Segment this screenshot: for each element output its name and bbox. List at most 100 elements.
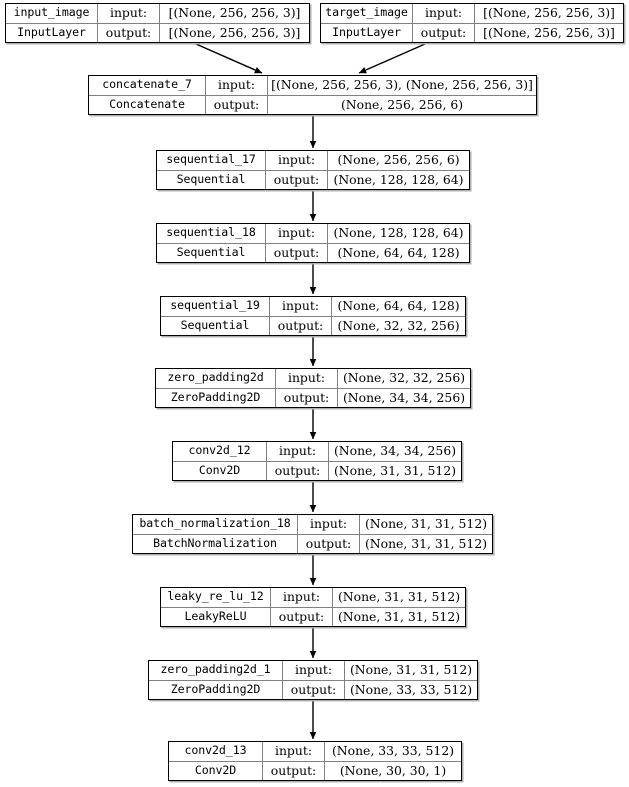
output-shape: (None, 30, 30, 1)	[339, 762, 447, 778]
output-shape: (None, 31, 31, 512)	[333, 462, 457, 478]
input-shape: (None, 33, 33, 512)	[331, 743, 455, 759]
output-shape: (None, 64, 64, 128)	[337, 244, 460, 260]
layer-class: Conv2D	[169, 761, 263, 780]
output-shape: (None, 33, 33, 512)	[349, 681, 473, 697]
input-label: input:	[271, 588, 333, 607]
input-label: input:	[276, 369, 338, 388]
output-shape: (None, 256, 256, 6)	[340, 96, 464, 112]
layer-class: ZeroPadding2D	[149, 680, 283, 699]
layer-class: Sequential	[157, 170, 266, 189]
input-shape: (None, 31, 31, 512)	[364, 516, 488, 532]
input-shape: (None, 128, 128, 64)	[333, 225, 464, 241]
output-shape: (None, 32, 32, 256)	[337, 317, 460, 333]
input-label: input:	[263, 742, 325, 761]
layer-name: target_image	[321, 4, 413, 23]
output-label: output:	[266, 170, 328, 189]
layer-name: sequential_18	[157, 224, 266, 243]
output-shape: (None, 128, 128, 64)	[333, 171, 464, 187]
input-shape: [(None, 256, 256, 3)]	[483, 5, 615, 21]
output-shape: [(None, 256, 256, 3)]	[168, 24, 301, 40]
output-label: output:	[276, 388, 338, 407]
layer-name: sequential_19	[161, 297, 270, 316]
edge-target_image-to-concatenate_7	[358, 43, 426, 74]
output-label: output:	[298, 534, 360, 553]
output-label: output:	[98, 23, 160, 42]
output-label: output:	[271, 607, 333, 626]
output-label: output:	[267, 461, 329, 480]
layer-class: InputLayer	[321, 23, 413, 42]
input-label: input:	[283, 661, 345, 680]
layer-class: BatchNormalization	[133, 534, 298, 553]
output-label: output:	[283, 680, 345, 699]
output-label: output:	[413, 23, 475, 42]
input-shape: (None, 31, 31, 512)	[337, 589, 461, 605]
output-label: output:	[270, 316, 332, 335]
layer-class: Sequential	[157, 243, 266, 262]
layer-name: input_image	[6, 4, 98, 23]
edge-input_image-to-concatenate_7	[195, 43, 263, 74]
layer-name: sequential_17	[157, 151, 266, 170]
layer-name: zero_padding2d_1	[149, 661, 283, 680]
layer-name: conv2d_13	[169, 742, 263, 761]
input-label: input:	[206, 76, 268, 95]
input-label: input:	[266, 224, 328, 243]
input-label: input:	[267, 442, 329, 461]
layer-name: batch_normalization_18	[133, 515, 298, 534]
output-label: output:	[263, 761, 325, 780]
layer-name: zero_padding2d	[156, 369, 276, 388]
layer-name: concatenate_7	[89, 76, 206, 95]
input-shape: (None, 256, 256, 6)	[337, 152, 460, 168]
input-label: input:	[270, 297, 332, 316]
layer-class: Concatenate	[89, 95, 206, 114]
input-shape: (None, 32, 32, 256)	[342, 370, 466, 386]
layer-class: Sequential	[161, 316, 270, 335]
layer-class: LeakyReLU	[161, 607, 271, 626]
input-label: input:	[298, 515, 360, 534]
input-shape: (None, 31, 31, 512)	[349, 662, 473, 678]
output-shape: (None, 31, 31, 512)	[364, 535, 488, 551]
input-label: input:	[413, 4, 475, 23]
output-shape: (None, 34, 34, 256)	[342, 389, 466, 405]
input-label: input:	[98, 4, 160, 23]
output-label: output:	[206, 95, 268, 114]
input-shape: [(None, 256, 256, 3), (None, 256, 256, 3…	[271, 77, 533, 93]
input-shape: (None, 64, 64, 128)	[337, 298, 460, 314]
output-label: output:	[266, 243, 328, 262]
layer-class: InputLayer	[6, 23, 98, 42]
